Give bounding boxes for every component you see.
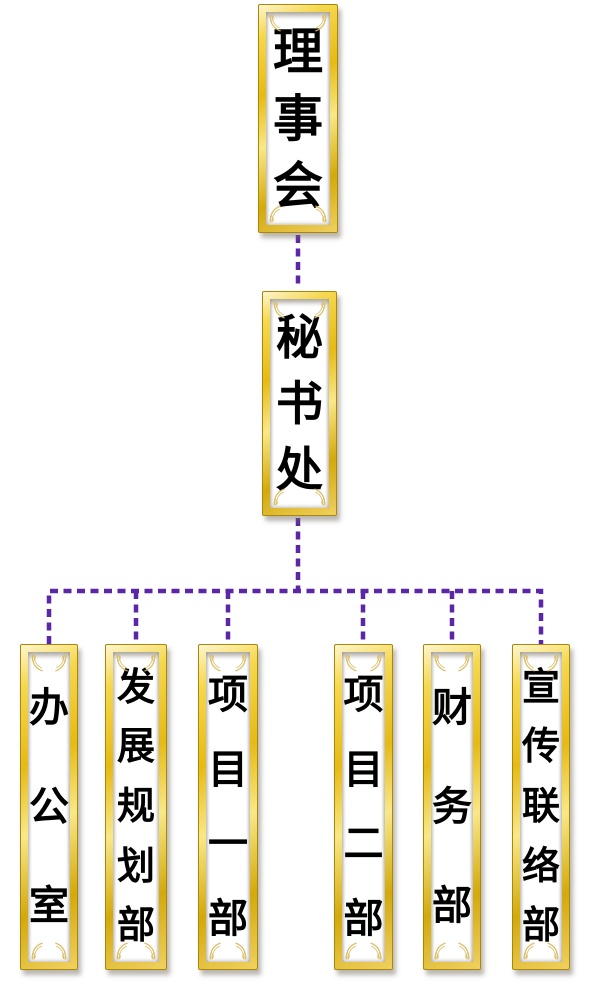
corner-flourish-icon bbox=[144, 942, 156, 960]
node-dept-finance-label: 财务部 bbox=[431, 658, 473, 956]
node-frame: 办公室 bbox=[28, 652, 70, 962]
label-char: 二 bbox=[343, 822, 384, 867]
corner-flourish-icon bbox=[370, 654, 382, 672]
label-char: 务 bbox=[432, 784, 472, 829]
corner-flourish-icon bbox=[458, 942, 470, 960]
corner-flourish-icon bbox=[273, 301, 285, 319]
label-char: 秘 bbox=[276, 311, 323, 365]
label-char: 一 bbox=[208, 822, 248, 867]
node-dept-development-planning: 发展规划部 bbox=[105, 644, 167, 970]
label-char: 事 bbox=[273, 90, 323, 147]
node-dept-publicity-liaison: 宣传联络部 bbox=[512, 644, 570, 970]
node-board-of-directors: 理事会 bbox=[258, 4, 338, 233]
label-char: 部 bbox=[343, 896, 384, 941]
label-char: 部 bbox=[208, 896, 248, 941]
corner-flourish-icon bbox=[116, 654, 128, 672]
corner-flourish-icon bbox=[314, 488, 326, 506]
node-dept-office-label: 办公室 bbox=[28, 658, 70, 956]
node-dept-office: 办公室 bbox=[20, 644, 78, 970]
corner-flourish-icon bbox=[269, 205, 281, 223]
corner-flourish-icon bbox=[434, 654, 446, 672]
corner-flourish-icon bbox=[315, 205, 327, 223]
corner-flourish-icon bbox=[31, 942, 43, 960]
corner-flourish-icon bbox=[314, 301, 326, 319]
label-char: 目 bbox=[343, 747, 384, 792]
node-frame: 项目一部 bbox=[206, 652, 250, 962]
node-dept-development-planning-label: 发展规划部 bbox=[113, 658, 159, 956]
node-dept-finance: 财务部 bbox=[423, 644, 481, 970]
label-char: 公 bbox=[29, 784, 69, 829]
corner-flourish-icon bbox=[209, 654, 221, 672]
label-char: 目 bbox=[208, 747, 248, 792]
label-char: 部 bbox=[116, 905, 155, 948]
label-char: 项 bbox=[343, 673, 384, 718]
corner-flourish-icon bbox=[523, 942, 535, 960]
label-char: 规 bbox=[116, 785, 155, 828]
label-char: 财 bbox=[432, 685, 472, 730]
corner-flourish-icon bbox=[235, 942, 247, 960]
node-dept-project-one: 项目一部 bbox=[198, 644, 258, 970]
label-char: 理 bbox=[273, 23, 323, 80]
node-frame: 宣传联络部 bbox=[520, 652, 562, 962]
corner-flourish-icon bbox=[31, 654, 43, 672]
label-char: 宣 bbox=[521, 666, 560, 709]
node-secretariat-label: 秘书处 bbox=[270, 305, 329, 502]
label-char: 划 bbox=[116, 845, 155, 888]
node-board-of-directors-label: 理事会 bbox=[266, 18, 330, 219]
node-frame: 发展规划部 bbox=[113, 652, 159, 962]
label-char: 室 bbox=[29, 884, 69, 929]
node-secretariat: 秘书处 bbox=[262, 291, 337, 516]
label-char: 络 bbox=[521, 845, 560, 888]
label-char: 展 bbox=[116, 726, 155, 769]
label-char: 传 bbox=[521, 726, 560, 769]
corner-flourish-icon bbox=[434, 942, 446, 960]
label-char: 部 bbox=[432, 884, 472, 929]
node-dept-publicity-liaison-label: 宣传联络部 bbox=[520, 658, 562, 956]
connector-branch-rail bbox=[46, 588, 544, 644]
corner-flourish-icon bbox=[235, 654, 247, 672]
node-frame: 项目二部 bbox=[342, 652, 385, 962]
corner-flourish-icon bbox=[547, 654, 559, 672]
node-dept-project-two-label: 项目二部 bbox=[342, 658, 385, 956]
corner-flourish-icon bbox=[370, 942, 382, 960]
corner-flourish-icon bbox=[458, 654, 470, 672]
label-char: 处 bbox=[276, 442, 323, 496]
label-char: 联 bbox=[521, 785, 560, 828]
corner-flourish-icon bbox=[315, 14, 327, 32]
node-dept-project-one-label: 项目一部 bbox=[206, 658, 250, 956]
corner-flourish-icon bbox=[209, 942, 221, 960]
label-char: 书 bbox=[276, 376, 323, 430]
corner-flourish-icon bbox=[144, 654, 156, 672]
label-char: 部 bbox=[521, 905, 560, 948]
label-char: 发 bbox=[116, 666, 155, 709]
node-frame: 财务部 bbox=[431, 652, 473, 962]
corner-flourish-icon bbox=[269, 14, 281, 32]
corner-flourish-icon bbox=[547, 942, 559, 960]
corner-flourish-icon bbox=[345, 654, 357, 672]
label-char: 项 bbox=[208, 673, 248, 718]
label-char: 办 bbox=[29, 685, 69, 730]
node-frame: 理事会 bbox=[266, 12, 330, 225]
corner-flourish-icon bbox=[55, 942, 67, 960]
corner-flourish-icon bbox=[523, 654, 535, 672]
label-char: 会 bbox=[273, 157, 323, 214]
corner-flourish-icon bbox=[345, 942, 357, 960]
node-dept-project-two: 项目二部 bbox=[334, 644, 393, 970]
corner-flourish-icon bbox=[116, 942, 128, 960]
corner-flourish-icon bbox=[273, 488, 285, 506]
node-frame: 秘书处 bbox=[270, 299, 329, 508]
corner-flourish-icon bbox=[55, 654, 67, 672]
